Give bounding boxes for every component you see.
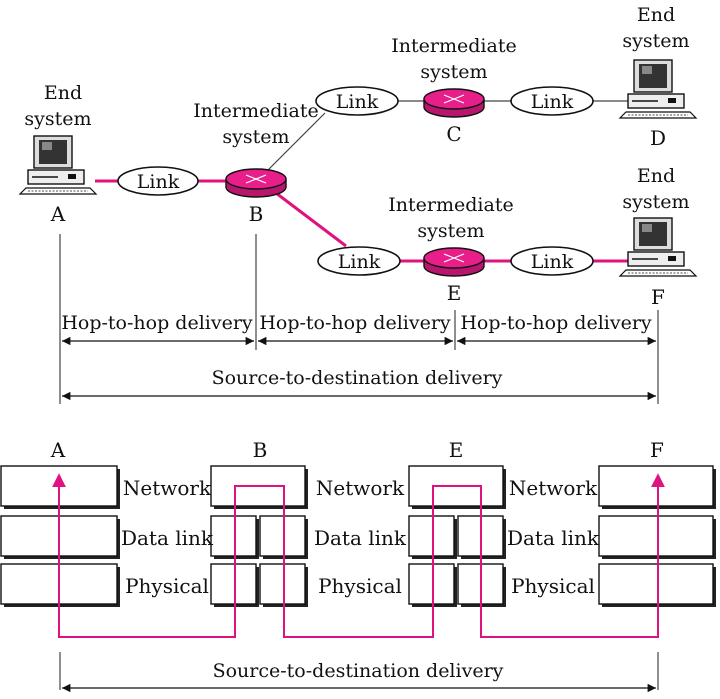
label-end-f-2: system <box>622 191 689 213</box>
router-icon <box>423 88 485 118</box>
label-end-a-1: End <box>44 82 82 104</box>
label-inter-b-2: system <box>222 126 289 148</box>
label-inter-c-1: Intermediate <box>391 35 516 57</box>
link-label-bc: Link <box>336 91 379 113</box>
layer-datalink-2: Data link <box>314 526 407 550</box>
link-label-ef: Link <box>531 251 574 273</box>
stack-a-label: A <box>50 438 66 462</box>
link-label-be: Link <box>338 251 381 273</box>
link-label-ab: Link <box>137 171 180 193</box>
layer-physical-1: Physical <box>125 574 209 598</box>
label-end-a-2: system <box>24 108 91 130</box>
link-ellipse-ab <box>117 166 199 196</box>
node-c-label: C <box>446 122 461 146</box>
stack-a <box>0 465 120 607</box>
stack-f-label: F <box>650 438 664 462</box>
label-inter-e-1: Intermediate <box>388 194 513 216</box>
wire-b-link-c <box>265 112 326 173</box>
node-d-label: D <box>650 126 666 150</box>
stack-e-label: E <box>449 438 464 462</box>
hop-label-3: Hop-to-hop delivery <box>460 312 652 334</box>
hop-label-1: Hop-to-hop delivery <box>61 312 253 334</box>
stack-e <box>408 465 506 607</box>
node-a-label: A <box>50 202 66 226</box>
wire-b-link-e <box>271 188 347 248</box>
computer-icon <box>619 217 697 277</box>
hop-label-2: Hop-to-hop delivery <box>259 312 451 334</box>
label-end-d-2: system <box>622 30 689 52</box>
label-inter-e-2: system <box>417 220 484 242</box>
node-f-label: F <box>651 285 665 309</box>
router-icon <box>423 247 485 277</box>
router-icon <box>225 168 287 198</box>
layer-physical-2: Physical <box>318 574 402 598</box>
link-ellipse-ef <box>510 246 594 276</box>
link-ellipse-bc <box>315 86 399 116</box>
link-ellipse-cd <box>510 86 594 116</box>
label-end-f-1: End <box>637 165 675 187</box>
layer-physical-3: Physical <box>511 574 595 598</box>
layer-network-2: Network <box>316 476 405 500</box>
layer-network-1: Network <box>123 476 212 500</box>
link-label-cd: Link <box>531 91 574 113</box>
computer-icon <box>19 135 97 195</box>
delivery-path <box>58 485 659 638</box>
link-ellipse-be <box>317 246 401 276</box>
label-inter-b-1: Intermediate <box>193 100 318 122</box>
label-inter-c-2: system <box>420 61 487 83</box>
stack-b-label: B <box>253 438 268 462</box>
computer-icon <box>619 59 697 119</box>
node-e-label: E <box>447 281 462 305</box>
node-b-label: B <box>249 202 264 226</box>
label-end-d-1: End <box>637 4 675 26</box>
stack-b <box>210 465 308 607</box>
s2d-label-bottom: Source-to-destination delivery <box>213 660 504 682</box>
s2d-label-top: Source-to-destination delivery <box>212 367 503 389</box>
layer-network-3: Network <box>509 476 598 500</box>
layer-datalink-3: Data link <box>507 526 600 550</box>
layer-datalink-1: Data link <box>121 526 214 550</box>
